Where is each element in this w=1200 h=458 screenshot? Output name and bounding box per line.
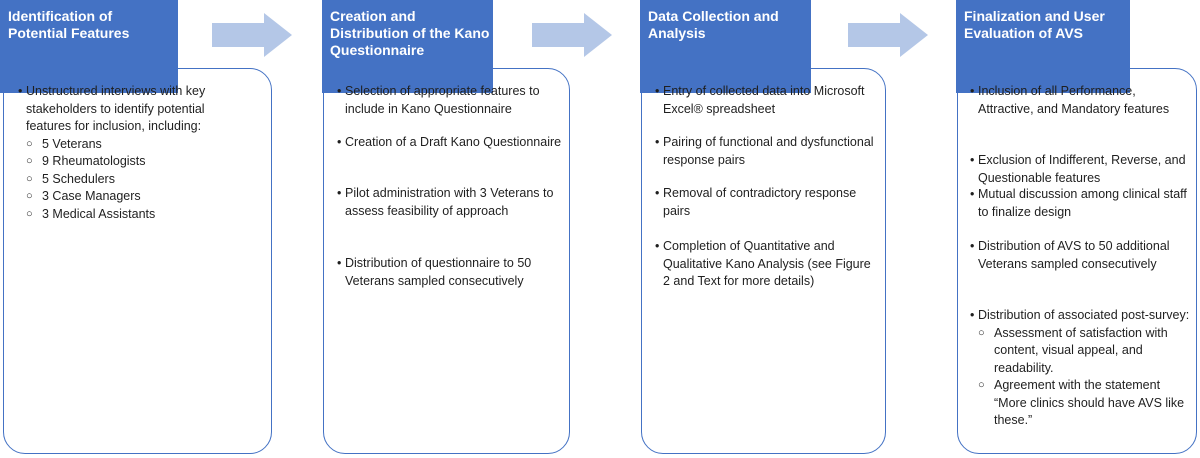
stage-4-header: Finalization and User Evaluation of AVS [956,0,1130,93]
stage-2-bullet-1-text: Selection of appropriate features to inc… [345,84,540,116]
list-item: ○Agreement with the statement “More clin… [970,377,1192,430]
arrow-1-icon [212,13,292,57]
stage-3-bullet-2-text: Pairing of functional and dysfunctional … [663,135,874,167]
bullet-marker: • [655,135,660,149]
bullet-marker: • [337,135,342,149]
stage-4-bullet-3-text: Mutual discussion among clinical staff t… [978,187,1187,219]
stage-4-bullet-2: •Exclusion of Indifferent, Reverse, and … [970,152,1192,187]
stage-4-bullet-1: • Inclusion of all Performance, Attracti… [970,83,1192,118]
bullet-marker: • [655,84,660,98]
stage-2-bullet-4: •Distribution of questionnaire to 50 Vet… [337,255,562,290]
stage-2-bullet-2-text: Creation of a Draft Kano Questionnaire [345,135,562,149]
stage-4-bullet-5: •Distribution of associated post-survey:… [970,307,1192,430]
circle-bullet-icon: ○ [26,172,33,185]
list-item: ○3 Medical Assistants [18,206,248,224]
stage-1-detail-box [3,68,272,454]
list-item: ○5 Schedulers [18,171,248,189]
stage-2-bullet-1: •Selection of appropriate features to in… [337,83,562,118]
list-item: ○5 Veterans [18,136,248,154]
stage-4-title: Finalization and User Evaluation of AVS [964,8,1105,41]
bullet-marker: • [337,186,342,200]
stage-1-bullet-1: • Unstructured interviews with key stake… [18,83,248,223]
stage-4-bullet-4: •Distribution of AVS to 50 additional Ve… [970,238,1192,273]
stage-4-bullet-1-text: Inclusion of all Performance, Attractive… [978,84,1170,116]
stage-4-bullet-2-text: Exclusion of Indifferent, Reverse, and Q… [978,153,1186,185]
list-item: ○Assessment of satisfaction with content… [970,325,1192,378]
stage-3-title: Data Collection and Analysis [648,8,779,41]
stage-3-bullet-4-text: Completion of Quantitative and Qualitati… [663,239,871,288]
stage-2-bullet-2: •Creation of a Draft Kano Questionnaire [337,134,562,152]
stage-3-header: Data Collection and Analysis [640,0,811,93]
list-item: ○3 Case Managers [18,188,248,206]
stage-3-bullet-1-text: Entry of collected data into Microsoft E… [663,84,865,116]
circle-bullet-icon: ○ [26,155,33,167]
arrow-3-icon [848,13,928,57]
stage-2-header: Creation and Distribution of the Kano Qu… [322,0,493,93]
circle-bullet-icon: ○ [26,137,33,150]
bullet-marker: • [970,187,975,201]
stage-1-header: Identification of Potential Features [0,0,178,93]
bullet-marker: • [655,186,660,200]
bullet-marker: • [337,256,342,270]
stage-2-detail-box [323,68,570,454]
stage-3-bullet-1: •Entry of collected data into Microsoft … [655,83,879,118]
stage-3-bullet-2: •Pairing of functional and dysfunctional… [655,134,879,169]
stage-1-bullet-1-text: Unstructured interviews with key stakeho… [26,84,206,133]
stage-4-bullet-3: •Mutual discussion among clinical staff … [970,186,1192,221]
stage-2-bullet-3-text: Pilot administration with 3 Veterans to … [345,186,554,218]
bullet-marker: • [970,308,975,322]
circle-bullet-icon: ○ [26,207,33,220]
stage-3-detail-box [641,68,886,454]
stage-4-detail-box [957,68,1197,454]
stage-4-bullet-5-text: Distribution of associated post-survey: [978,308,1190,322]
stage-3-bullet-3-text: Removal of contradictory response pairs [663,186,857,218]
bullet-marker: • [655,239,660,253]
bullet-marker: • [18,84,23,98]
arrow-2-icon [532,13,612,57]
bullet-marker: • [970,153,975,167]
stage-2-bullet-4-text: Distribution of questionnaire to 50 Vete… [345,256,532,288]
circle-bullet-icon: ○ [978,326,985,339]
stage-3-bullet-4: •Completion of Quantitative and Qualitat… [655,238,879,291]
circle-bullet-icon: ○ [978,379,985,391]
stage-4-sublist: ○Assessment of satisfaction with content… [970,325,1192,430]
stage-3-bullet-3: •Removal of contradictory response pairs [655,185,879,220]
circle-bullet-icon: ○ [26,190,33,202]
bullet-marker: • [337,84,342,98]
stage-1-title: Identification of Potential Features [8,8,130,41]
list-item: ○9 Rheumatologists [18,153,248,171]
stage-1-sublist: ○5 Veterans ○9 Rheumatologists ○5 Schedu… [18,136,248,224]
stage-2-bullet-3: •Pilot administration with 3 Veterans to… [337,185,562,220]
stage-4-bullet-4-text: Distribution of AVS to 50 additional Vet… [978,239,1170,271]
bullet-marker: • [970,84,975,98]
bullet-marker: • [970,239,975,253]
stage-2-title: Creation and Distribution of the Kano Qu… [330,8,490,58]
